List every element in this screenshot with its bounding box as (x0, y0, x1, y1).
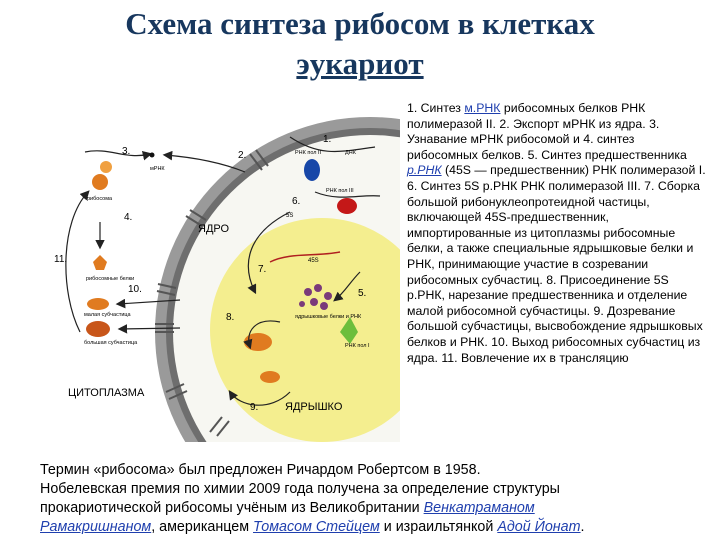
label-nucleolus: ЯДРЫШКО (285, 401, 343, 413)
rna-pol2-icon (304, 159, 320, 181)
footer-text-3: прокариотической рибосомы учёным из Вели… (40, 500, 424, 516)
ribosomal-proteins-icon (93, 255, 107, 270)
label-small-subunit: малая субчастица (84, 312, 132, 318)
ribosome-synthesis-diagram: ЯДРО ЦИТОПЛАЗМА ЯДРЫШКО рибосома мРНК РН… (40, 92, 400, 442)
name-link-3[interactable]: Адой Йонат (497, 519, 580, 535)
label-mrna: мРНК (150, 166, 165, 172)
footer-and: и израильтянкой (380, 519, 498, 535)
step-num-7: 7. (258, 264, 266, 275)
label-rna-pol1: РНК пол I (345, 343, 370, 349)
footer-line-3: прокариотической рибосомы учёным из Вели… (40, 499, 710, 518)
step-num-10: 10. (128, 284, 142, 295)
steps-text-1: 1. Синтез (407, 101, 464, 115)
step-num-9: 9. (250, 402, 258, 413)
steps-description: 1. Синтез м.РНК рибосомных белков РНК по… (407, 101, 707, 366)
label-rna-pol2: РНК пол II (295, 150, 322, 156)
footer-line-1: Термин «рибосома» был предложен Ричардом… (40, 461, 710, 480)
step-num-4: 4. (124, 212, 132, 223)
prna-link[interactable]: р.РНК (407, 163, 442, 177)
label-5s: 5S (286, 213, 293, 219)
footer-line-2: Нобелевская премия по химии 2009 года по… (40, 480, 710, 499)
name-link-2[interactable]: Томасом Стейцем (253, 519, 380, 535)
step-num-5: 5. (358, 288, 366, 299)
step-num-6: 6. (292, 196, 300, 207)
footer-end: . (581, 519, 585, 535)
ribosome-icon-2 (100, 161, 112, 173)
label-45s: 45S (308, 258, 319, 264)
ribosome-icon (92, 174, 108, 190)
steps-text-3: (45S — предшественник) РНК полимеразой I… (407, 163, 706, 364)
mrna-strand (85, 151, 150, 156)
footer-text: Термин «рибосома» был предложен Ричардом… (40, 461, 710, 537)
label-ribosome: рибосома (87, 196, 113, 202)
label-ribosomal-proteins: рибосомные белки (86, 276, 134, 282)
label-nucleus: ЯДРО (198, 223, 229, 235)
name-link-1a[interactable]: Венкатраманом (424, 500, 535, 516)
label-nucleolar-proteins: ядрышковые белки и РНК (295, 314, 362, 320)
footer-line-4: Рамакришнаном, американцем Томасом Стейц… (40, 518, 710, 537)
label-large-subunit: большая субчастица (84, 340, 138, 346)
label-rna-pol3: РНК пол III (326, 188, 354, 194)
mrna-dot (150, 153, 155, 158)
small-subunit-icon (87, 298, 109, 310)
footer-mid: , американцем (151, 519, 253, 535)
step-num-3: 3. (122, 146, 130, 157)
step-num-11: 11. (54, 254, 67, 265)
step-num-8: 8. (226, 312, 234, 323)
large-subunit-icon (86, 321, 110, 337)
mrna-link[interactable]: м.РНК (464, 101, 500, 115)
step-num-2: 2. (238, 150, 246, 161)
name-link-1b[interactable]: Рамакришнаном (40, 519, 151, 535)
label-dna: ДНК (345, 150, 357, 156)
small-subunit-nucleolus (260, 371, 280, 383)
rna-pol3-icon (337, 198, 357, 214)
arrow-11 (66, 192, 88, 332)
label-cytoplasm: ЦИТОПЛАЗМА (68, 387, 145, 399)
page-title-link[interactable]: эукариот (0, 46, 720, 82)
page-title: Схема синтеза рибосом в клетках (0, 6, 720, 42)
step-num-1: 1. (323, 134, 331, 145)
